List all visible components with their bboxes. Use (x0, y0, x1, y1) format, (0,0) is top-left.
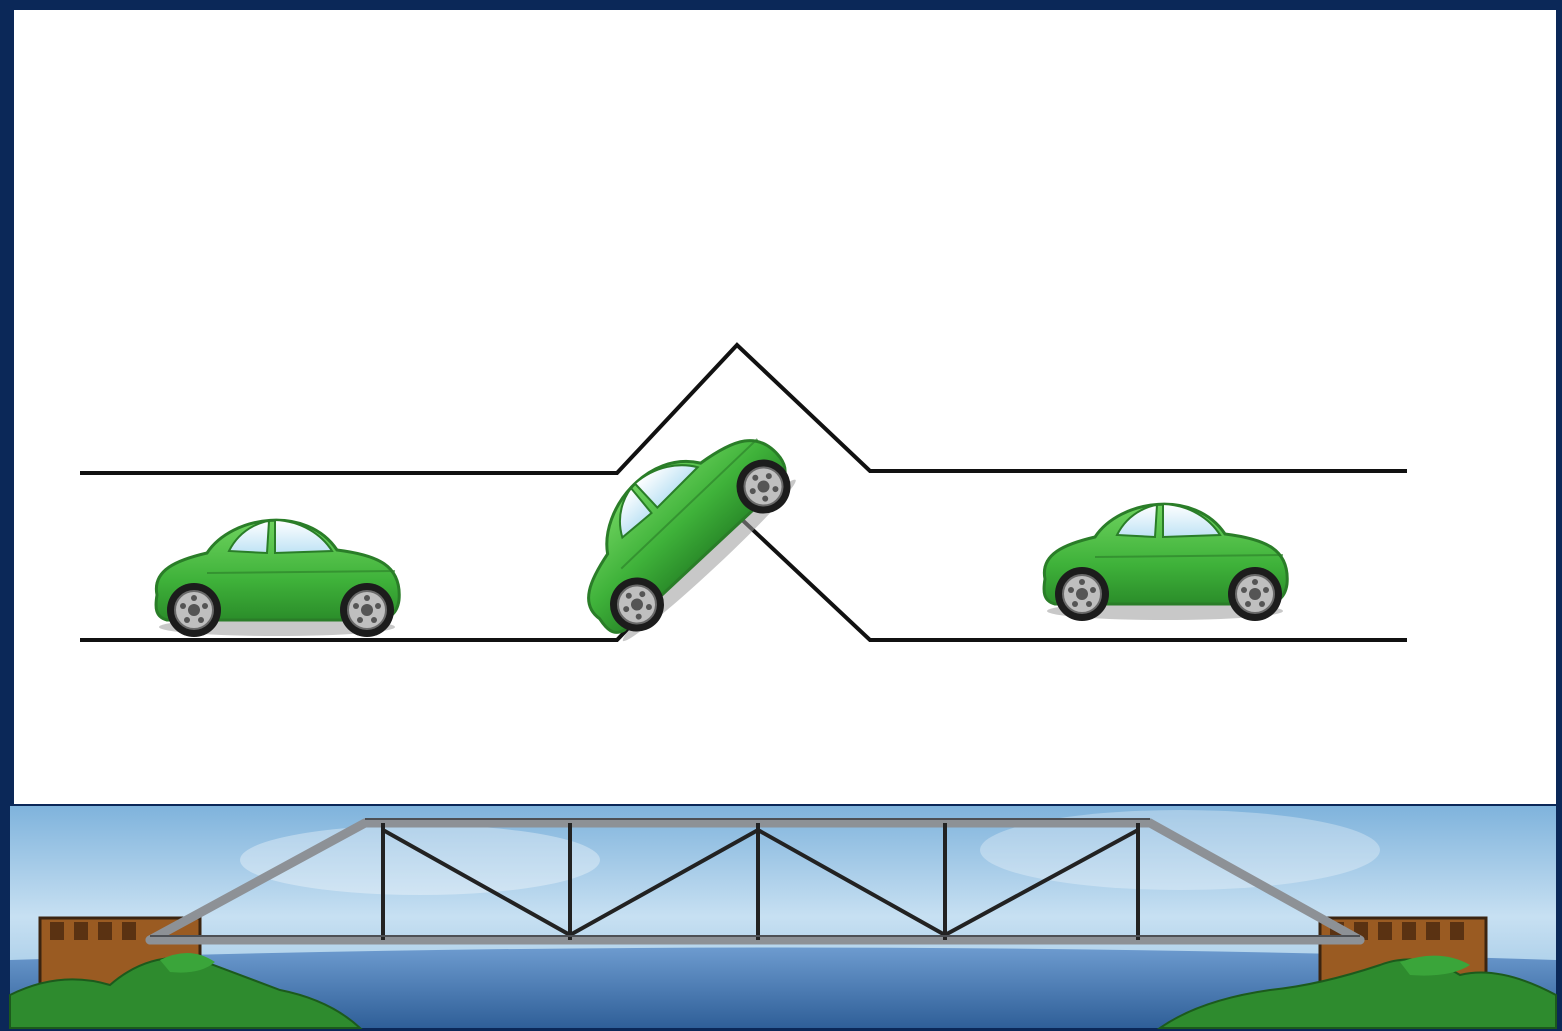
car-left (156, 520, 399, 637)
truss-bridge-illustration (10, 806, 1556, 1028)
car-middle (548, 399, 806, 650)
car-right (1044, 504, 1287, 621)
